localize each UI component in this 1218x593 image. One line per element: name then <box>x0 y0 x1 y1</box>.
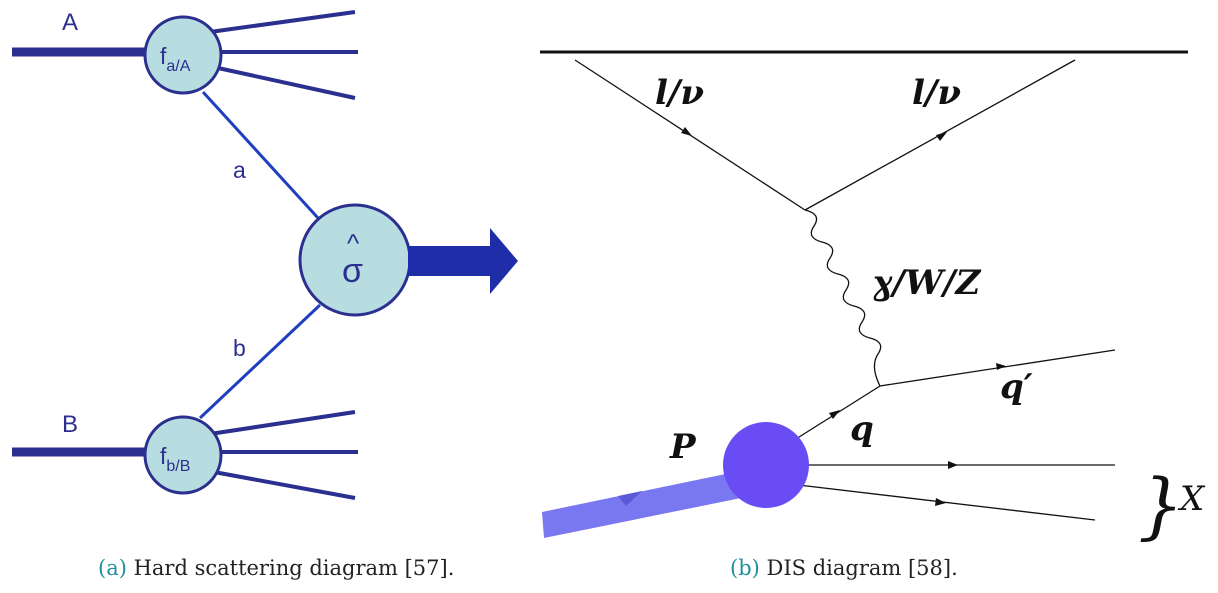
label-sigma-hat: ^ <box>347 228 360 258</box>
arrow-remnant-1 <box>948 461 958 469</box>
fan-lines-bottom <box>209 410 358 500</box>
label-boson: ɣ/W/Z <box>872 263 981 303</box>
label-line-a: a <box>233 157 246 183</box>
arrow-lepton-in <box>681 127 692 136</box>
label-line-b: b <box>233 335 246 361</box>
label-remnant-X: X <box>1177 479 1206 519</box>
label-pdf-bottom-sub: b/B <box>166 458 190 475</box>
remnant-brace: } <box>1138 463 1184 547</box>
output-arrow <box>408 228 518 294</box>
label-proton: P <box>669 427 697 467</box>
caption-a-tag: (a) <box>98 556 127 580</box>
arrow-quark-out <box>996 363 1006 370</box>
arrow-quark-in <box>829 410 840 419</box>
parton-line-b <box>198 303 322 420</box>
label-quark-in: q <box>850 409 874 449</box>
arrow-remnant-2 <box>935 498 946 506</box>
arrow-lepton-out <box>936 132 947 141</box>
pdf-blob-top <box>143 15 223 95</box>
caption-b-text: DIS diagram [58]. <box>759 556 958 580</box>
label-pdf-bottom-main: f <box>160 443 167 469</box>
pdf-blob-bottom <box>143 415 223 495</box>
label-sigma: σ <box>342 252 363 290</box>
caption-a-text: Hard scattering diagram [57]. <box>126 556 455 580</box>
dis-diagram: l/ν l/ν ɣ/W/Z q q′ P } X <box>540 50 1206 547</box>
parton-line-a <box>201 90 320 220</box>
caption-a: (a) Hard scattering diagram [57]. <box>98 556 454 580</box>
boson-propagator <box>804 209 882 387</box>
label-parton-B: B <box>62 411 78 438</box>
hard-scattering-diagram: A B a b fa/A fb/B ^ σ <box>12 9 518 500</box>
proton-beam-arrowhead <box>618 491 642 506</box>
label-quark-out: q′ <box>1000 367 1033 407</box>
caption-b-tag: (b) <box>730 556 760 580</box>
fan-lines-top <box>209 10 358 100</box>
label-pdf-bottom: fb/B <box>160 443 190 475</box>
label-pdf-top-main: f <box>160 43 167 69</box>
label-lepton-in: l/ν <box>655 73 704 113</box>
proton-beam <box>542 471 746 538</box>
label-parton-A: A <box>62 9 78 36</box>
label-lepton-out: l/ν <box>912 73 961 113</box>
caption-b: (b) DIS diagram [58]. <box>730 556 958 580</box>
label-pdf-top: fa/A <box>160 43 191 75</box>
proton-blob <box>723 422 809 508</box>
label-pdf-top-sub: a/A <box>166 58 190 75</box>
